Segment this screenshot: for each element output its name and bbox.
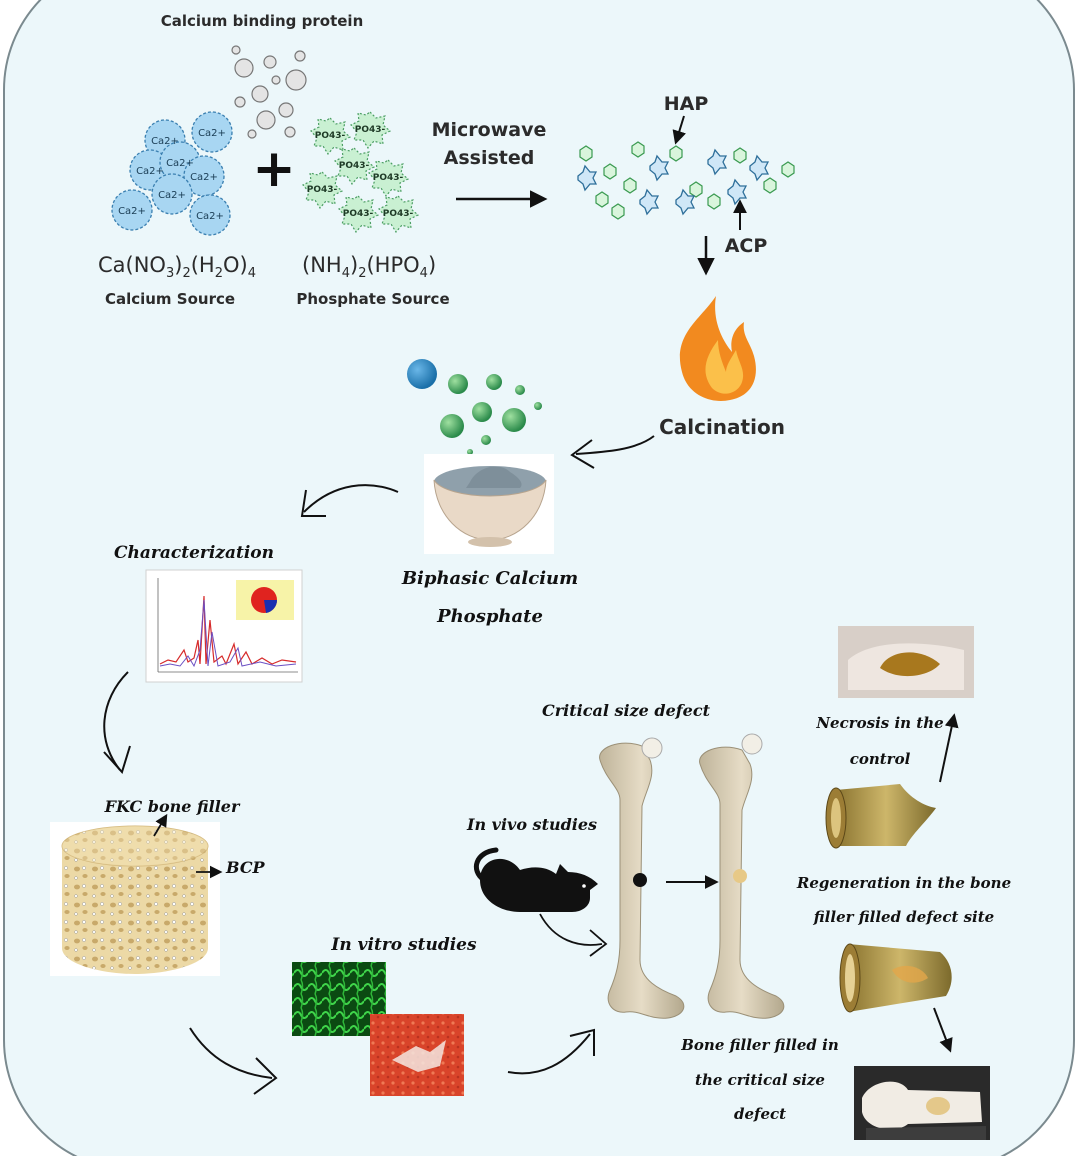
- microwave-label-1: Microwave: [432, 119, 547, 141]
- rat-to-bone-arrow: [539, 913, 603, 946]
- phosphate-ion-label: PO43-: [373, 173, 404, 183]
- calcium-ion-label: Ca2+: [158, 190, 186, 201]
- calcium-formula-part: ): [174, 253, 182, 277]
- mortar-bowl-icon: [424, 454, 554, 554]
- protein-bubbles-icon: [231, 45, 307, 139]
- in-vitro-label: In vitro studies: [330, 935, 477, 955]
- in-vivo-label: In vivo studies: [466, 815, 597, 834]
- plus-sign: +: [252, 139, 296, 199]
- histology-detail: [392, 1040, 446, 1072]
- fkc-pointer-arrow: [153, 813, 168, 837]
- bcp-short-label: BCP: [225, 858, 266, 877]
- phosphate-formula-sub: 4: [342, 266, 350, 281]
- phosphate-ion-label: PO43-: [315, 131, 346, 141]
- bcp-to-characterization-arrow: [303, 484, 399, 513]
- filler-to-invitro-arrowhead: [253, 1057, 278, 1095]
- calcium-ion-label: Ca2+: [190, 172, 218, 183]
- calcium-binding-protein-label: Calcium binding protein: [161, 12, 364, 30]
- calcium-formula-part: O): [223, 253, 248, 277]
- acp-particles-icon: [577, 148, 770, 216]
- microwave-label-2: Assisted: [444, 147, 535, 169]
- calcium-ion-label: Ca2+: [166, 158, 194, 169]
- calcium-ion-labels: Ca2+ Ca2+ Ca2+ Ca2+ Ca2+ Ca2+ Ca2+ Ca2+: [118, 128, 226, 222]
- phosphate-formula-part: (HPO: [366, 253, 419, 277]
- phosphate-formula-sub: 2: [358, 266, 366, 281]
- calcium-source-label: Calcium Source: [105, 290, 235, 308]
- hap-label: HAP: [664, 93, 709, 115]
- calcium-ion-label: Ca2+: [196, 211, 224, 222]
- bcp-particles-icon: [407, 359, 542, 455]
- calcium-formula-part: (H: [191, 253, 215, 277]
- calcium-formula-part: Ca(NO: [98, 253, 166, 277]
- phosphate-formula-part: ): [350, 253, 358, 277]
- phosphate-ion-label: PO43-: [307, 185, 338, 195]
- calcium-ion-label: Ca2+: [136, 166, 164, 177]
- calcination-to-bcp-arrow: [575, 435, 655, 455]
- phosphate-ion-label: PO43-: [343, 209, 374, 219]
- bone-filler-scaffold-icon: [50, 822, 220, 976]
- necrosis-label-1: Necrosis in the: [815, 714, 943, 732]
- filled-label-3: defect: [734, 1105, 786, 1123]
- regeneration-label-2: filler filled defect site: [813, 908, 994, 926]
- regenerated-sample-icon: [839, 943, 952, 1013]
- hap-particles-icon: [579, 141, 795, 220]
- phosphate-formula-sub: 4: [420, 266, 428, 281]
- phosphate-formula: (NH4)2(HPO4): [302, 253, 436, 281]
- phosphate-ion-label: PO43-: [355, 125, 386, 135]
- phosphate-source-label: Phosphate Source: [296, 290, 449, 308]
- calcium-formula-sub: 2: [215, 266, 223, 281]
- filled-label-2: the critical size: [695, 1071, 825, 1089]
- phosphate-ion-label: PO43-: [383, 209, 414, 219]
- control-sample-icon: [825, 784, 936, 849]
- femur-filled-icon: [699, 733, 785, 1019]
- invitro-to-bone-arrow: [507, 1033, 591, 1075]
- phosphate-ion-labels: PO43- PO43- PO43- PO43- PO43- PO43- PO43…: [307, 125, 414, 219]
- phosphate-ions-icon: [302, 111, 420, 234]
- bcp-label-1: Biphasic Calcium: [401, 568, 578, 589]
- necrosis-label-2: control: [850, 750, 911, 768]
- phosphate-formula-part: (NH: [302, 253, 342, 277]
- fkc-bone-filler-label: FKC bone filler: [104, 797, 241, 816]
- to-necrosis-arrow: [939, 713, 959, 783]
- regenerated-bone-photo: [854, 1066, 990, 1140]
- calcium-ion-label: Ca2+: [118, 206, 146, 217]
- characterization-label: Characterization: [114, 543, 274, 563]
- calcination-label: Calcination: [659, 415, 785, 439]
- femur-defect-icon: [599, 737, 685, 1019]
- regeneration-label-1: Regeneration in the bone: [796, 874, 1011, 892]
- phosphate-ion-label: PO43-: [339, 161, 370, 171]
- calcium-formula: Ca(NO3)2(H2O)4: [98, 253, 256, 281]
- filler-to-invitro-arrow: [189, 1027, 273, 1079]
- xrd-chart-thumbnail: [145, 569, 303, 683]
- calcium-formula-sub: 4: [248, 266, 256, 281]
- characterization-to-filler-arrowhead: [103, 745, 131, 774]
- calcium-ions-icon: [111, 111, 233, 236]
- bcp-label-2: Phosphate: [436, 606, 543, 627]
- characterization-to-filler-arrow: [103, 671, 129, 771]
- rat-to-bone-arrowhead: [589, 929, 608, 957]
- necrosis-photo: [838, 626, 974, 698]
- calcium-ion-label: Ca2+: [151, 136, 179, 147]
- background-panel: [3, 0, 1075, 1156]
- to-regenerated-photo-arrow: [933, 1007, 953, 1053]
- invitro-to-bone-arrowhead: [569, 1028, 595, 1056]
- acp-label: ACP: [725, 235, 768, 257]
- calcium-formula-sub: 3: [166, 266, 174, 281]
- flame-icon: [679, 296, 756, 401]
- calcination-to-bcp-arrowhead: [570, 439, 595, 469]
- critical-size-defect-label: Critical size defect: [542, 701, 711, 720]
- rat-icon: [473, 847, 598, 912]
- hap-pointer-arrow: [672, 115, 686, 145]
- filled-label-1: Bone filler filled in: [680, 1036, 839, 1054]
- calcium-ion-label: Ca2+: [198, 128, 226, 139]
- phosphate-formula-part: ): [428, 253, 436, 277]
- calcium-formula-sub: 2: [182, 266, 190, 281]
- bcp-to-characterization-arrowhead: [300, 489, 326, 517]
